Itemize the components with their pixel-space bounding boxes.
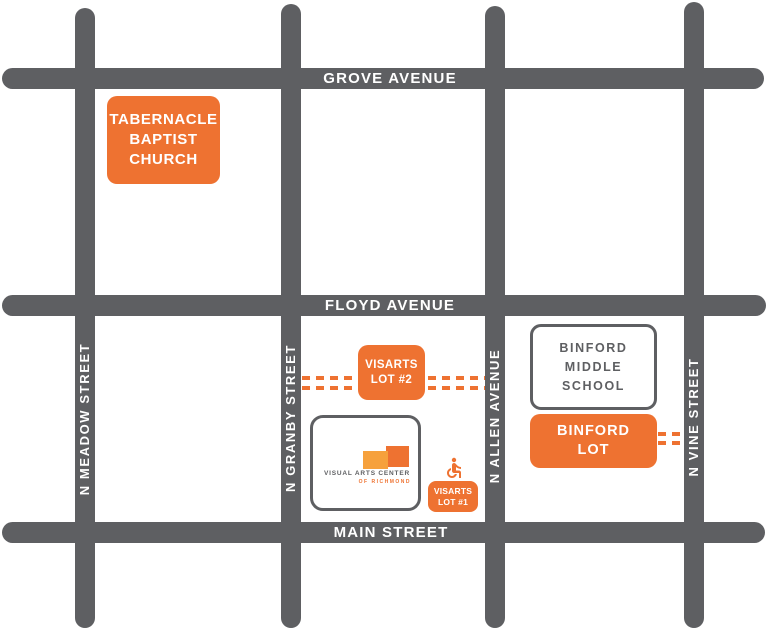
landmark-label-line: SCHOOL: [561, 378, 626, 393]
landmark-label-line: BINFORD: [559, 340, 628, 355]
landmark-label-line: BINFORD: [556, 423, 631, 439]
landmark-visarts-lot-1: VISARTS LOT #1: [428, 481, 478, 512]
landmark-label-line: LOT: [577, 442, 610, 458]
street-label-n-granby: N GRANBY STREET: [283, 344, 298, 492]
landmark-visual-arts-center: VISUAL ARTS CENTER OF RICHMOND: [310, 415, 421, 511]
landmark-binford-middle-school: BINFORD MIDDLE SCHOOL: [530, 324, 657, 410]
landmark-label-line: MIDDLE: [564, 359, 623, 374]
route-dash-binford-upper: [658, 432, 685, 436]
landmark-label-line: BAPTIST: [129, 131, 198, 148]
street-n-granby: [281, 4, 301, 628]
landmark-label-line: VISARTS: [433, 485, 473, 496]
street-label-floyd: FLOYD AVENUE: [324, 297, 456, 314]
landmark-binford-lot: BINFORD LOT: [530, 414, 657, 468]
street-grove: [2, 68, 764, 89]
street-label-n-allen: N ALLEN AVENUE: [487, 348, 502, 484]
landmark-label-line: LOT #1: [437, 496, 468, 507]
landmark-label-line: TABERNACLE: [109, 111, 218, 128]
street-main: [2, 522, 765, 543]
logo-wordmark: VISUAL ARTS CENTER: [324, 470, 410, 477]
landmark-label-line: VISARTS: [365, 358, 418, 371]
street-label-n-meadow: N MEADOW STREET: [77, 342, 92, 496]
logo-square-dark-icon: [386, 446, 409, 467]
street-floyd: [2, 295, 766, 316]
landmark-label-line: LOT #2: [370, 373, 413, 386]
route-dash-binford-lower: [658, 441, 685, 445]
logo-square-light-icon: [363, 451, 388, 469]
landmark-tabernacle-baptist-church: TABERNACLE BAPTIST CHURCH: [107, 96, 220, 184]
street-label-main: MAIN STREET: [333, 524, 449, 541]
logo-sub-wordmark: OF RICHMOND: [358, 479, 411, 485]
street-label-grove: GROVE AVENUE: [323, 70, 457, 87]
landmark-label-line: CHURCH: [129, 151, 198, 168]
street-label-n-vine: N VINE STREET: [686, 357, 701, 477]
street-n-meadow: [75, 8, 95, 628]
landmark-visarts-lot-2: VISARTS LOT #2: [358, 345, 425, 400]
street-n-allen: [485, 6, 505, 628]
visual-arts-center-logo: VISUAL ARTS CENTER OF RICHMOND: [313, 418, 418, 508]
accessibility-icon: [442, 455, 466, 481]
